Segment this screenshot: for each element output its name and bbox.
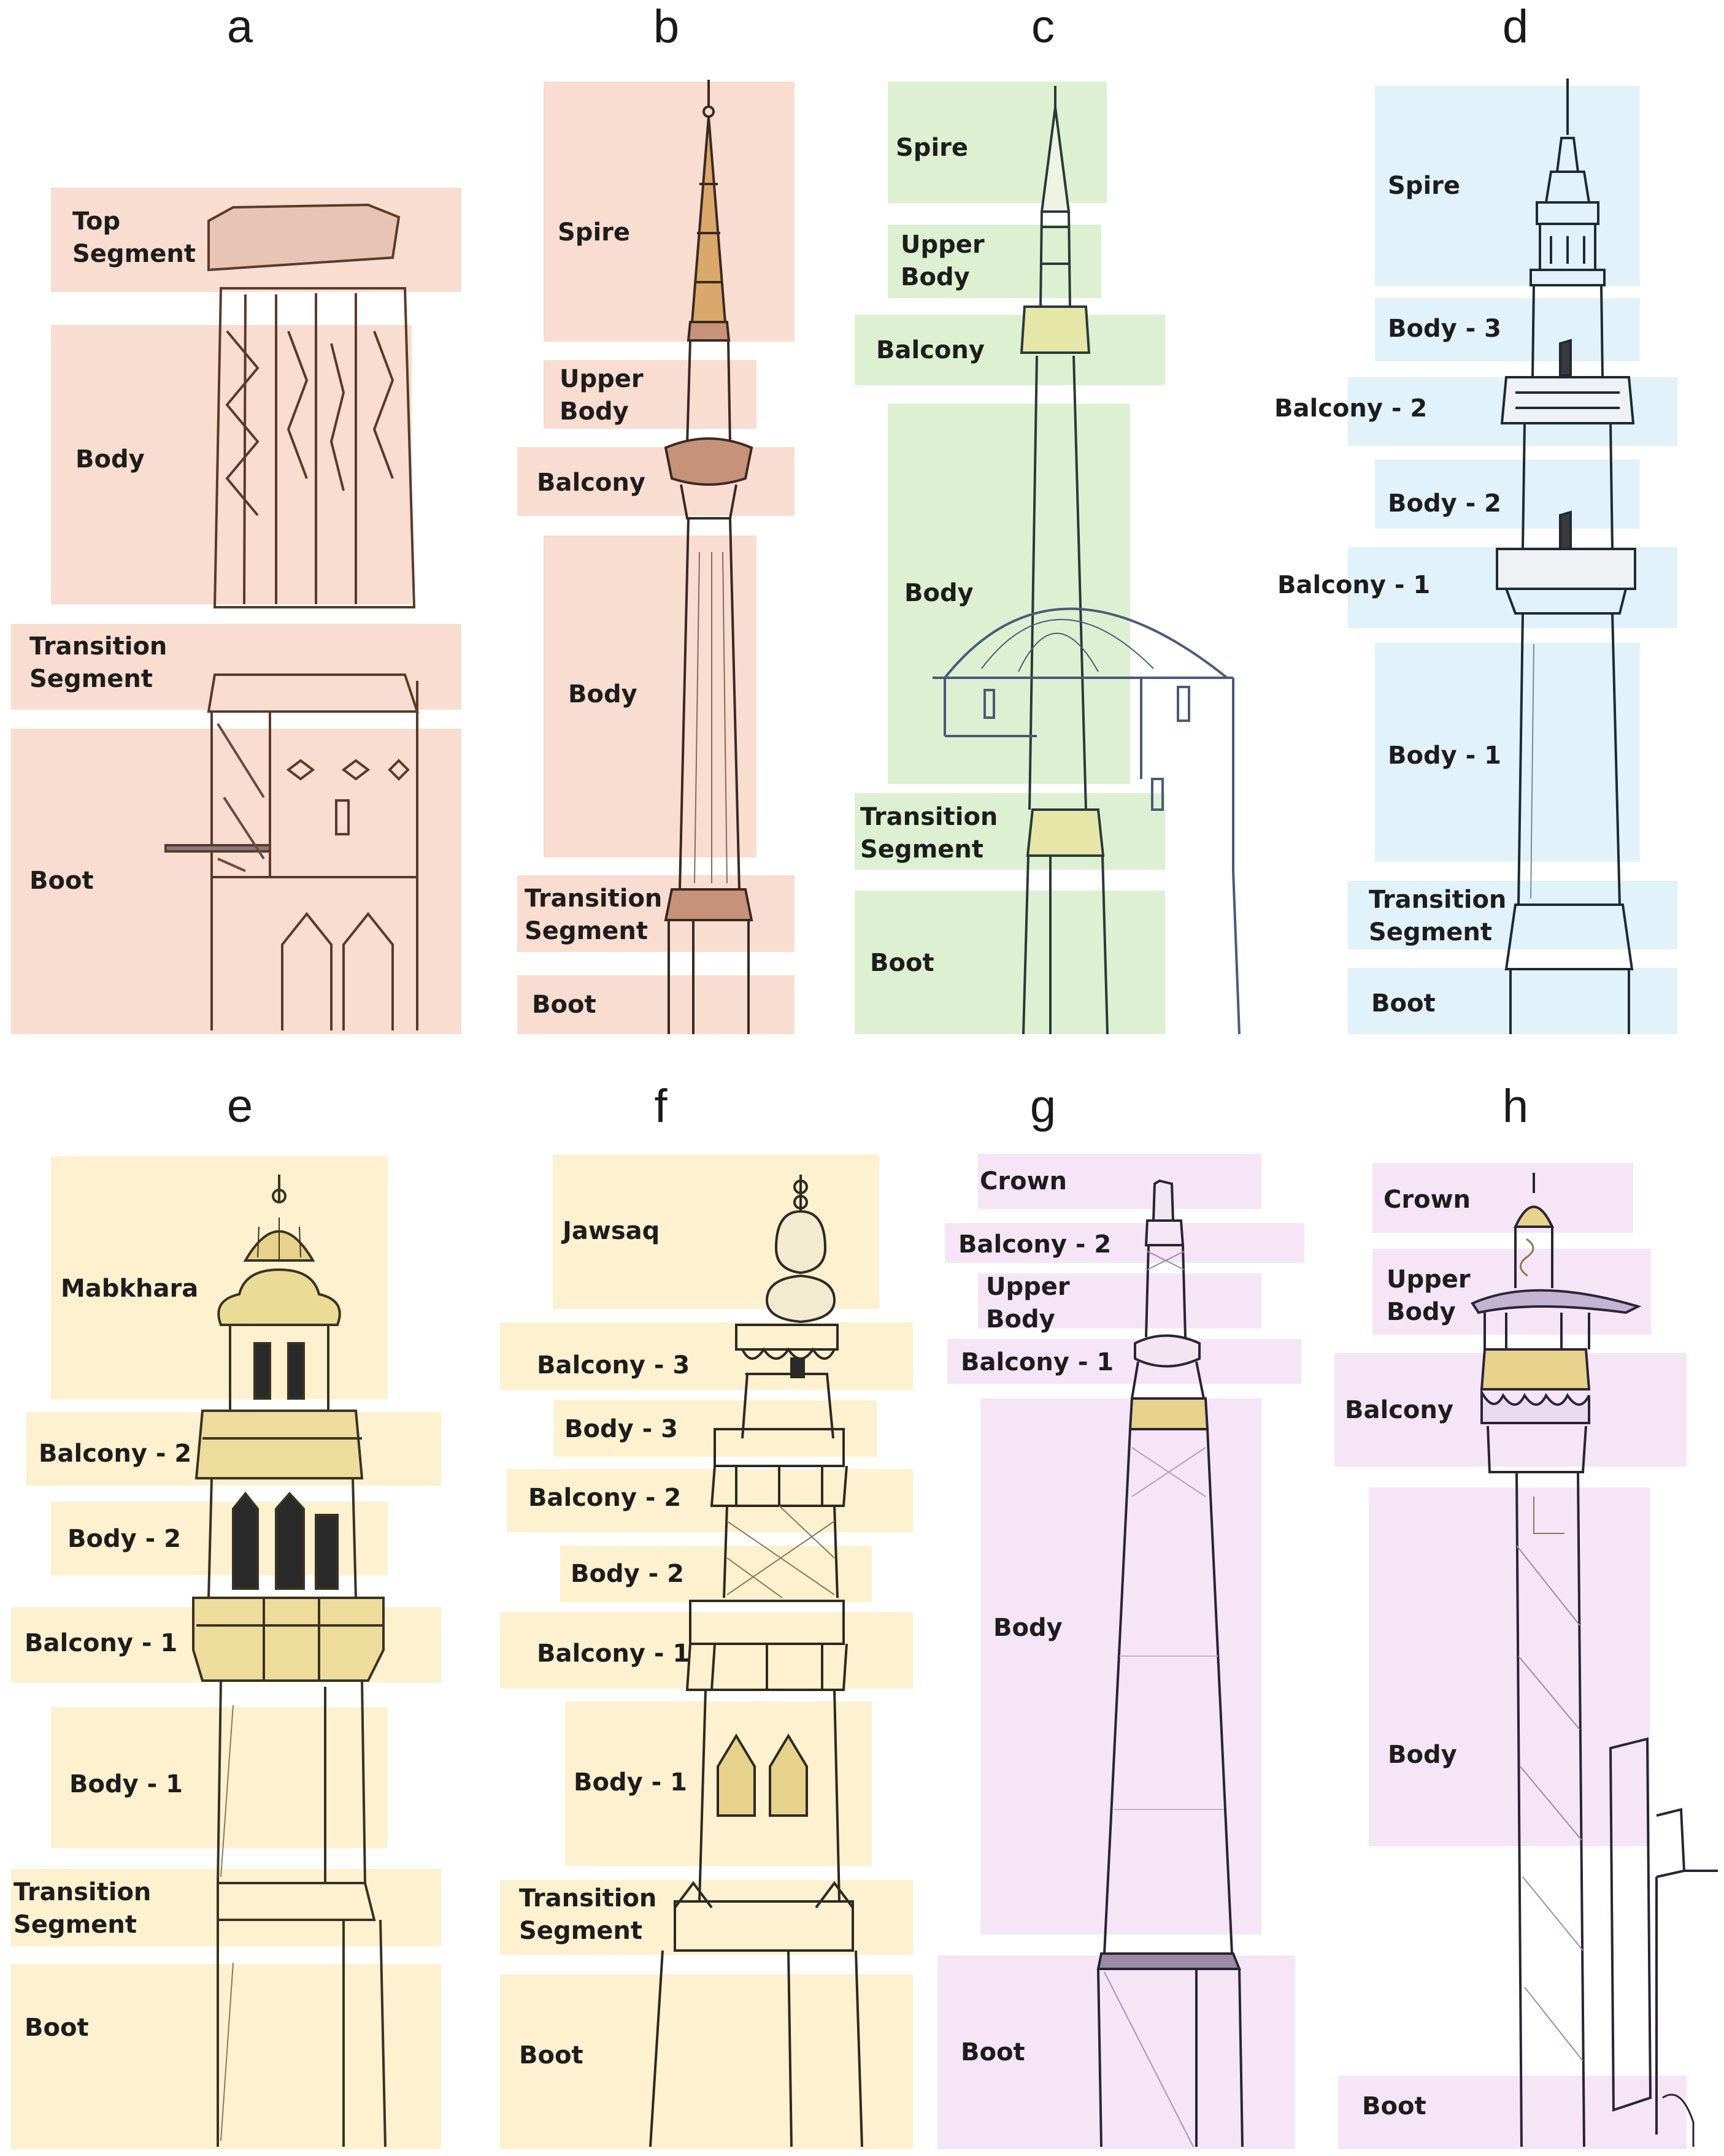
band-f-balcony-3: [500, 1322, 913, 1390]
label-f-balcony-3: Balcony - 3: [537, 1351, 690, 1379]
panel-letter-c: c: [1031, 1, 1055, 53]
panel-letter-b: b: [653, 1, 680, 53]
label-h-crown: Crown: [1383, 1186, 1471, 1214]
label-f-transition: Transition Segment: [519, 1884, 657, 1945]
label-e-body-2: Body - 2: [67, 1525, 181, 1553]
label-h-upper-body: Upper Body: [1387, 1265, 1471, 1326]
label-a-boot: Boot: [29, 867, 94, 895]
label-b-transition: Transition Segment: [525, 884, 663, 945]
label-h-boot: Boot: [1362, 2092, 1426, 2120]
label-a-top-segment: Top Segment: [72, 207, 196, 268]
label-g-body: Body: [993, 1614, 1063, 1642]
label-g-upper-body: Upper Body: [986, 1273, 1070, 1333]
label-f-body-1: Body - 1: [574, 1768, 687, 1797]
label-d-boot: Boot: [1371, 989, 1436, 1018]
label-g-balcony-2: Balcony - 2: [958, 1230, 1112, 1259]
band-h-body: [1369, 1487, 1650, 1846]
label-g-balcony-1: Balcony - 1: [961, 1348, 1114, 1376]
label-b-upper-body: Upper Body: [560, 365, 644, 426]
band-c-spire: [888, 82, 1107, 203]
label-b-spire: Spire: [558, 218, 631, 247]
label-e-balcony-1: Balcony - 1: [25, 1629, 178, 1657]
panel-letter-d: d: [1502, 1, 1529, 53]
band-b-spire: [544, 82, 795, 342]
label-h-balcony: Balcony: [1345, 1396, 1453, 1424]
label-f-balcony-1: Balcony - 1: [537, 1640, 690, 1668]
label-b-boot: Boot: [532, 991, 596, 1019]
label-f-jawsaq: Jawsaq: [563, 1217, 660, 1245]
label-d-balcony-2: Balcony - 2: [1274, 394, 1428, 423]
label-c-boot: Boot: [870, 949, 934, 977]
label-d-spire: Spire: [1388, 172, 1461, 200]
label-d-body-2: Body - 2: [1388, 489, 1501, 518]
label-e-transition: Transition Segment: [13, 1878, 152, 1939]
band-g-upper-body: [978, 1273, 1261, 1329]
label-f-balcony-2: Balcony - 2: [528, 1484, 682, 1512]
band-g-balcony-2: [945, 1223, 1304, 1263]
label-d-body-3: Body - 3: [1388, 315, 1501, 343]
label-c-upper-body: Upper Body: [901, 231, 985, 291]
panel-letter-a: a: [226, 1, 253, 53]
label-d-balcony-1: Balcony - 1: [1277, 571, 1431, 599]
label-e-boot: Boot: [25, 2014, 89, 2042]
band-g-crown: [978, 1154, 1261, 1209]
label-c-spire: Spire: [896, 134, 969, 162]
label-c-body: Body: [904, 579, 974, 607]
label-d-transition: Transition Segment: [1369, 886, 1507, 946]
band-c-balcony: [855, 315, 1165, 385]
label-g-crown: Crown: [980, 1167, 1067, 1195]
label-e-mabkhara: Mabkhara: [61, 1275, 199, 1303]
label-g-boot: Boot: [961, 2038, 1025, 2066]
label-e-balcony-2: Balcony - 2: [39, 1440, 192, 1468]
label-b-body: Body: [568, 680, 637, 708]
panel-letter-e: e: [226, 1080, 253, 1132]
label-h-body: Body: [1388, 1741, 1457, 1769]
label-b-balcony: Balcony: [537, 469, 645, 497]
panel-letter-f: f: [654, 1080, 668, 1132]
band-g-balcony-1: [947, 1339, 1301, 1384]
label-e-body-1: Body - 1: [69, 1770, 183, 1798]
label-a-transition: Transition Segment: [29, 632, 167, 693]
label-f-boot: Boot: [519, 2041, 583, 2070]
panel-letter-g: g: [1029, 1080, 1056, 1132]
label-c-balcony: Balcony: [876, 336, 985, 364]
panel-letter-h: h: [1502, 1080, 1529, 1132]
band-c-boot: [855, 891, 1165, 1034]
label-f-body-2: Body - 2: [571, 1560, 684, 1588]
band-h-crown: [1372, 1163, 1633, 1233]
band-g-body: [980, 1398, 1261, 1935]
label-c-transition: Transition Segment: [860, 803, 998, 864]
band-e-boot: [11, 1964, 441, 2149]
label-d-body-1: Body - 1: [1388, 742, 1501, 770]
label-f-body-3: Body - 3: [564, 1415, 678, 1443]
label-a-body: Body: [75, 445, 145, 474]
